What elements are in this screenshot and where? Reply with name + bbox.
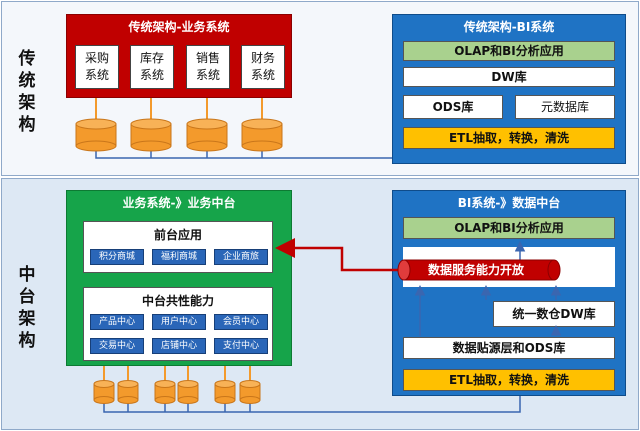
service-to-frontend-arrow — [275, 238, 400, 272]
ods-box: ODS库 — [403, 95, 503, 119]
label-char: 统 — [18, 71, 36, 91]
traditional-business-panel: 传统架构-业务系统 采购 系统 库存 系统 销售 系统 财务 系统 — [66, 14, 292, 98]
database-cylinder — [130, 118, 172, 152]
panel-title: 业务系统-》业务中台 — [122, 196, 236, 210]
database-cylinder — [177, 380, 199, 404]
connector-line — [103, 392, 521, 413]
chip-business-travel: 企业商旅 — [214, 249, 268, 265]
database-cylinder — [241, 118, 283, 152]
label-char: 架 — [18, 93, 36, 113]
etl-bar: ETL抽取，转换，清洗 — [403, 127, 615, 149]
data-service-label: 数据服务能力开放 — [428, 262, 525, 277]
chip-product-center: 产品中心 — [90, 314, 144, 330]
label-char: 中 — [18, 265, 36, 285]
chip-store-center: 店铺中心 — [152, 338, 206, 354]
system-box-sales: 销售 系统 — [186, 45, 230, 89]
traditional-architecture-label: 传 统 架 构 — [14, 48, 40, 136]
dw-bar: DW库 — [403, 67, 615, 87]
shared-capabilities-group: 中台共性能力 产品中心 用户中心 会员中心 交易中心 店铺中心 支付中心 — [83, 287, 273, 361]
etl-bar: ETL抽取，转换，清洗 — [403, 369, 615, 391]
data-service-pipe — [397, 259, 561, 281]
chip-points-mall: 积分商城 — [90, 249, 144, 265]
chip-payment-center: 支付中心 — [214, 338, 268, 354]
chip-trade-center: 交易中心 — [90, 338, 144, 354]
label-char: 传 — [18, 49, 36, 69]
system-box-procurement: 采购 系统 — [75, 45, 119, 89]
database-cylinder — [239, 380, 261, 404]
group-title: 中台共性能力 — [141, 294, 214, 308]
ods-source-bar: 数据贴源层和ODS库 — [403, 337, 615, 359]
database-cylinder — [93, 380, 115, 404]
business-midplatform-panel: 业务系统-》业务中台 前台应用 积分商城 福利商城 企业商旅 中台共性能力 产品… — [66, 190, 292, 366]
panel-title: 传统架构-业务系统 — [128, 20, 230, 34]
system-box-finance: 财务 系统 — [241, 45, 285, 89]
olap-bi-bar: OLAP和BI分析应用 — [403, 217, 615, 239]
chip-member-center: 会员中心 — [214, 314, 268, 330]
chip-user-center: 用户中心 — [152, 314, 206, 330]
group-title: 前台应用 — [153, 228, 202, 242]
chip-welfare-mall: 福利商城 — [152, 249, 206, 265]
system-box-inventory: 库存 系统 — [130, 45, 174, 89]
label-char: 架 — [18, 309, 36, 329]
database-cylinder — [186, 118, 228, 152]
database-cylinder — [117, 380, 139, 404]
olap-bi-bar: OLAP和BI分析应用 — [403, 41, 615, 61]
label-char: 台 — [18, 287, 36, 307]
database-cylinder — [214, 380, 236, 404]
database-cylinder — [75, 118, 117, 152]
label-char: 构 — [18, 115, 36, 135]
midplatform-architecture-label: 中 台 架 构 — [14, 264, 40, 352]
label-char: 构 — [18, 331, 36, 351]
front-apps-group: 前台应用 积分商城 福利商城 企业商旅 — [83, 221, 273, 273]
database-cylinder — [154, 380, 176, 404]
traditional-bi-panel: 传统架构-BI系统 OLAP和BI分析应用 DW库 ODS库 元数据库 ETL抽… — [392, 14, 626, 164]
metadata-box: 元数据库 — [515, 95, 615, 119]
unified-dw-box: 统一数仓DW库 — [493, 301, 615, 327]
panel-title: BI系统-》数据中台 — [457, 196, 561, 210]
panel-title: 传统架构-BI系统 — [463, 20, 555, 34]
